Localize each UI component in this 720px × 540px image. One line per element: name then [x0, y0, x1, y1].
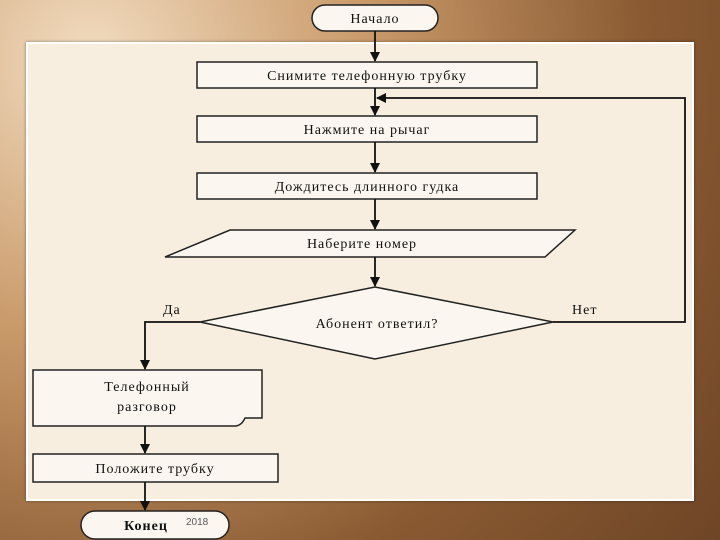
step1-label: Снимите телефонную трубку	[267, 69, 467, 84]
decision-diamond	[199, 286, 554, 360]
step3-label: Дождитесь длинного гудка	[275, 180, 460, 195]
step1-box	[196, 61, 538, 89]
yes-label: Да	[163, 303, 181, 318]
step2-label: Нажмите на рычаг	[304, 123, 431, 138]
step-last-box	[32, 453, 279, 483]
step-last-label: Положите трубку	[95, 462, 214, 477]
step3-box	[196, 172, 538, 200]
start-label: Начало	[350, 12, 399, 27]
no-label: Нет	[572, 303, 597, 318]
connector-yes-branch	[140, 321, 200, 370]
talk-label-line1: Телефонный	[104, 380, 190, 395]
talk-document-shape	[32, 369, 263, 427]
talk-label-line2: разговор	[117, 400, 177, 415]
input-parallelogram	[164, 229, 577, 258]
footer-year: 2018	[186, 517, 209, 528]
decision-label: Абонент ответил?	[316, 317, 439, 332]
input-label: Наберите номер	[307, 237, 417, 252]
connector-no-loop	[376, 93, 686, 323]
end-label: Конец	[124, 519, 168, 534]
end-terminator	[80, 510, 230, 540]
step2-box	[196, 115, 538, 143]
